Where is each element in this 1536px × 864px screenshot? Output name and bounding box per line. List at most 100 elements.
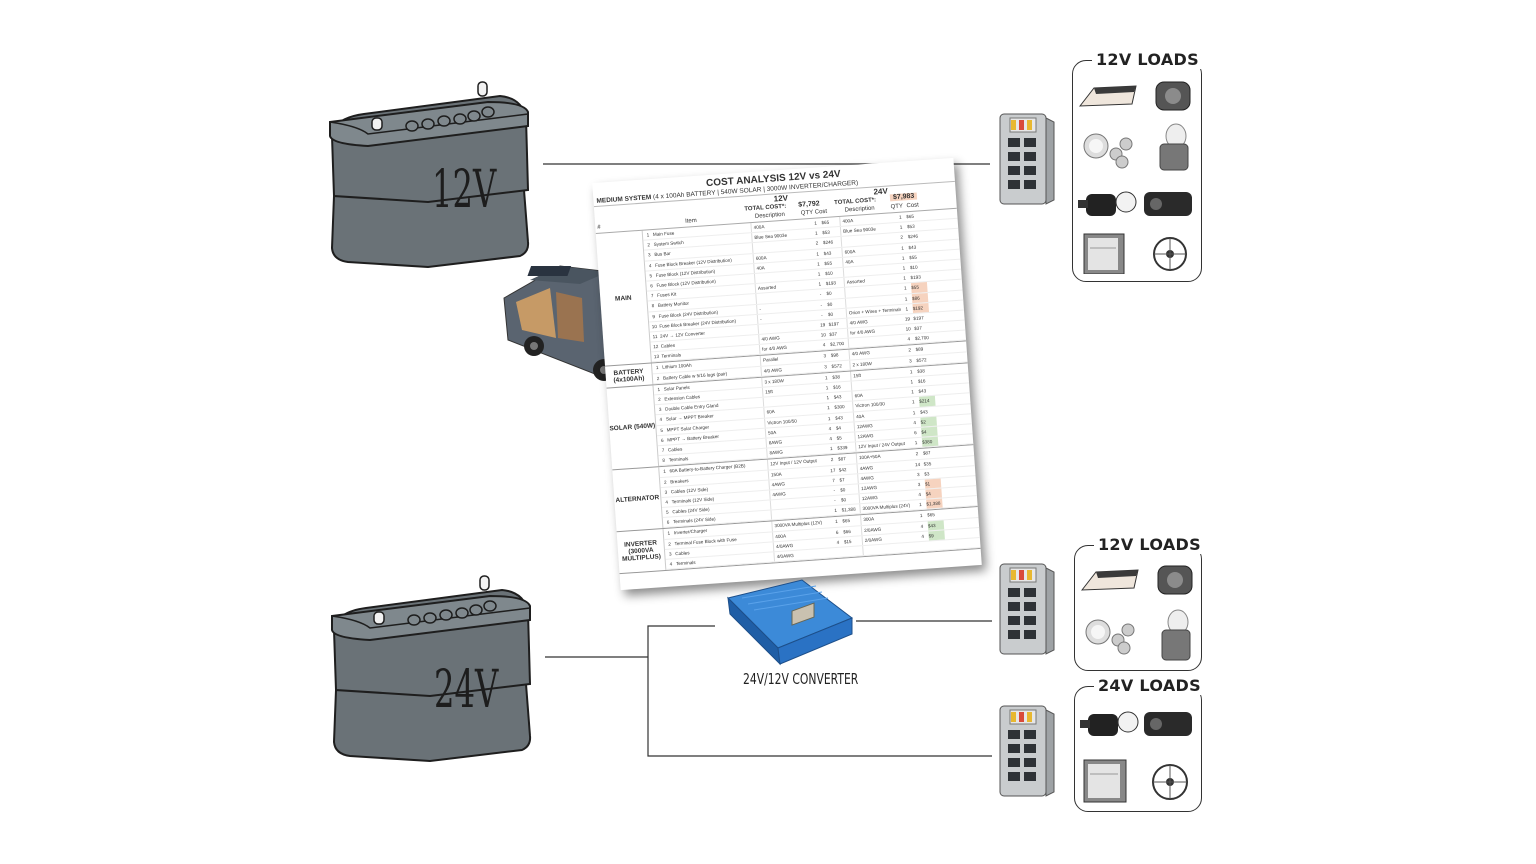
loads-title: 24V LOADS [1094,676,1205,695]
table-cell: $0 [826,291,832,297]
battery-24v [330,572,536,764]
table-cell: $55 [908,254,917,260]
cost-24v-header: Cost [906,202,920,210]
section-name: INVERTER (3000VA MULTIPLUS) [616,529,667,574]
table-cell: 7 [832,477,835,483]
qty-24v-header: QTY [890,203,904,211]
table-cell: 12 [653,343,659,350]
table-cell: 4 [665,499,669,505]
table-cell: $43 [908,244,917,250]
table-cell: 1 [904,295,908,302]
toilet-icon [1161,609,1191,661]
table-cell: $10 [909,264,918,271]
table-cell: 4 [822,342,826,348]
table-cell: $0 [840,487,846,493]
table-cell: $16 [832,384,841,390]
table-cell: 1 [911,389,915,395]
table-cell: - [821,312,823,318]
table-cell: $300 [834,404,845,411]
table-cell: $0 [827,311,834,317]
lights-icon [1085,619,1135,655]
table-cell: 6 [835,529,839,535]
table-cell: 14 [914,461,921,467]
water-pump-icon [1078,191,1137,216]
table-cell: $10 [824,270,833,277]
table-cell: $2,700 [914,335,930,342]
table-cell: 4 [659,417,663,423]
table-cell: 1 [901,245,904,251]
table-cell: 5 [649,272,653,279]
table-cell: $15 [843,538,852,545]
fuse-block-icon [999,705,1055,797]
shower-drain-icon [1157,565,1193,595]
table-cell: 10 [651,323,658,329]
table-cell: 1 [663,469,666,475]
col-24v-heading: 24V [873,186,889,197]
table-cell: $38 [832,374,841,380]
table-cell: 19 [819,322,826,328]
table-cell: $7 [839,476,845,483]
table-cell: $43 [833,394,842,400]
table-cell: 1 [814,230,818,236]
table-cell: 2 [830,457,834,463]
table-cell: $43 [823,250,832,256]
table-cell: $43 [919,408,928,415]
table-cell: $65 [842,518,851,524]
table-cell: 1 [827,405,830,411]
table-cell: - [834,497,836,504]
loads-icons [1080,565,1193,661]
table-cell: $1 [924,478,942,489]
section-name: ALTERNATOR [612,467,664,532]
table-cell: $193 [825,280,837,287]
table-cell [844,546,863,556]
table-cell: 1 [919,513,923,519]
table-cell: $98 [830,352,839,359]
table-cell: 1 [818,281,822,287]
table-cell: $42 [838,466,847,473]
table-cell: 1 [902,265,906,271]
table-cell: $572 [916,356,927,363]
table-cell: 4 [918,492,922,498]
table-cell: $339 [837,445,848,451]
table-cell: $86 [911,292,929,303]
table-cell: $4 [835,425,842,431]
table-cell: $55 [910,282,928,293]
table-cell: $1,388 [841,506,856,513]
table-cell: 2 [668,541,672,547]
total-12v-value: $7,792 [798,200,820,209]
table-cell: 17 [830,467,836,473]
table-cell: $53 [822,229,831,236]
table-cell: 1 [827,415,831,421]
table-cell: $66 [842,528,851,535]
table-cell: 1 [911,399,915,405]
qty-12v-header: QTY [800,209,814,217]
table-cell [832,547,845,557]
table-cell: 3 [916,471,920,477]
table-cell: $1,388 [926,498,943,510]
table-cell: $0 [840,497,847,503]
fuse-block-24v [996,702,1056,800]
table-cell: 3 [908,357,912,364]
table-cell: 1 [834,519,838,525]
table-cell: 1 [646,232,650,238]
col-12v-heading: 12V [773,193,789,204]
table-cell: 1 [825,385,829,391]
cost-analysis-sheet: COST ANALYSIS 12V vs 24V MEDIUM SYSTEM (… [592,157,982,591]
loads-title: 12V LOADS [1092,50,1203,69]
table-cell: 1 [657,386,661,392]
table-cell: 19 [904,316,911,322]
table-cell [917,542,930,552]
table-cell: 2 [647,242,651,248]
loads-title: 12V LOADS [1094,535,1205,554]
loads-grid-12v [1076,78,1196,274]
fridge-icon [1083,759,1127,803]
table-cell: $246 [822,239,834,246]
table-cell: 1 [910,379,914,385]
table-cell: 3 [658,407,662,413]
table-cell: 1 [899,224,903,230]
table-cell: $43 [918,388,927,395]
table-cell: $37 [913,325,922,332]
desc-24v-header: Description [844,205,875,214]
table-cell: 2 [663,479,667,485]
